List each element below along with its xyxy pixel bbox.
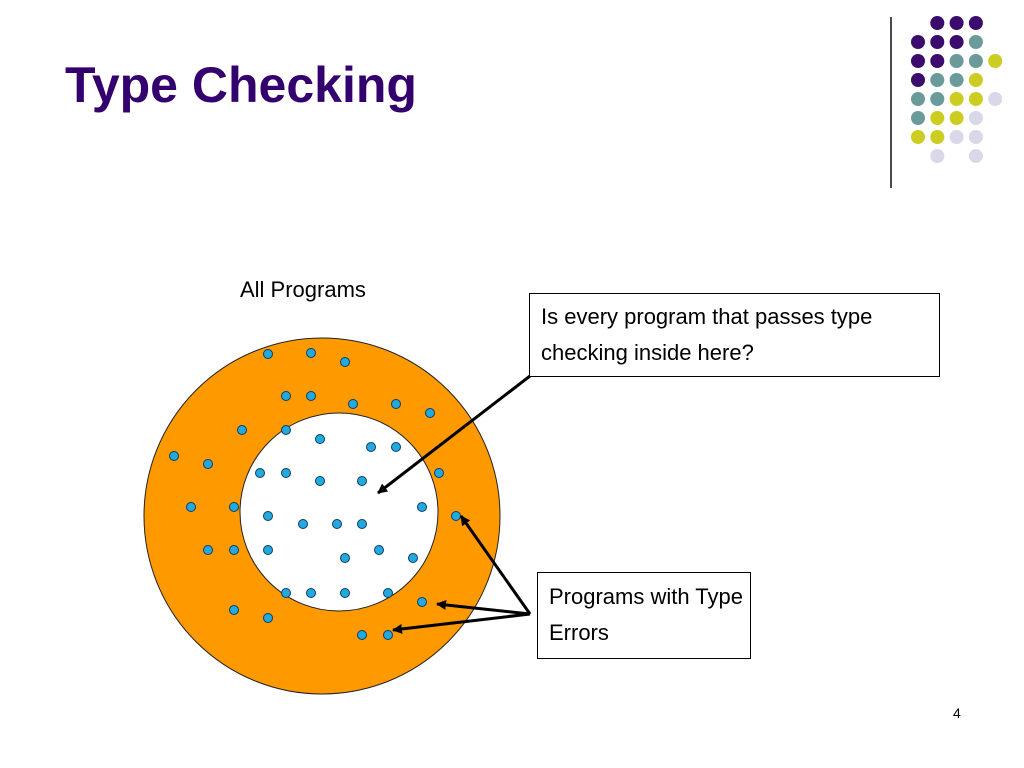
program-dot (357, 630, 367, 640)
program-dot (391, 442, 401, 452)
decorative-dot (968, 92, 983, 106)
decorative-dot (911, 35, 925, 49)
program-dot (186, 502, 196, 512)
program-dot (263, 511, 273, 521)
decorative-divider-line (890, 17, 892, 188)
decorative-dot (930, 149, 945, 163)
decorative-dot (968, 111, 983, 125)
errors-callout-text: Programs with Type Errors (549, 584, 744, 645)
program-dot (391, 399, 401, 409)
decorative-dot (988, 92, 1003, 106)
decorative-dot (949, 73, 964, 87)
type-check-question-callout: Is every program that passes type checki… (529, 293, 940, 377)
decorative-dot (949, 54, 964, 68)
error-arrow-3 (392, 612, 531, 634)
decorative-dot (968, 35, 983, 49)
question-arrow (377, 374, 531, 495)
program-dot (281, 425, 291, 435)
decorative-dot (949, 111, 964, 125)
program-dot (383, 630, 393, 640)
program-dot (357, 476, 367, 486)
program-dot (298, 519, 308, 529)
program-dot (306, 588, 316, 598)
decorative-dot (911, 130, 925, 144)
decorative-dot (968, 130, 983, 144)
decorative-dot (930, 130, 945, 144)
program-dot (203, 459, 213, 469)
decorative-dot (911, 54, 925, 68)
error-arrow-2 (436, 599, 531, 616)
decorative-dot (968, 149, 983, 163)
program-dot (340, 588, 350, 598)
program-dot (374, 545, 384, 555)
program-dot (263, 349, 273, 359)
well-typed-region (239, 412, 439, 612)
decorative-dot (968, 54, 983, 68)
program-dot (306, 391, 316, 401)
decorative-dot (930, 54, 945, 68)
program-dot (229, 605, 239, 615)
program-dot (417, 502, 427, 512)
program-dot (340, 357, 350, 367)
program-dot (315, 434, 325, 444)
program-dot (306, 348, 316, 358)
decorative-dot (911, 73, 925, 87)
all-programs-label: All Programs (240, 277, 366, 302)
program-dot (340, 553, 350, 563)
program-dot (263, 613, 273, 623)
program-dot (263, 545, 273, 555)
program-dot (281, 468, 291, 478)
question-callout-text: Is every program that passes type checki… (541, 304, 873, 365)
program-dot (169, 451, 179, 461)
decorative-dot (930, 16, 945, 30)
program-dot (417, 597, 427, 607)
decorative-dot (911, 92, 925, 106)
program-dot (203, 545, 213, 555)
program-dot (383, 588, 393, 598)
program-dot (451, 511, 461, 521)
decorative-dot (968, 73, 983, 87)
slide-title: Type Checking (65, 57, 417, 113)
program-dot (425, 408, 435, 418)
decorative-dot (949, 16, 964, 30)
program-dot (366, 442, 376, 452)
program-dot (434, 468, 444, 478)
program-dot (408, 553, 418, 563)
decorative-dot (949, 35, 964, 49)
program-dot (348, 399, 358, 409)
program-dot (229, 545, 239, 555)
page-number: 4 (953, 705, 961, 721)
decorative-dot (949, 130, 964, 144)
decorative-dot (949, 92, 964, 106)
program-dot (315, 476, 325, 486)
program-dot (281, 588, 291, 598)
decorative-dot (930, 111, 945, 125)
program-dot (237, 425, 247, 435)
program-dot (281, 391, 291, 401)
decorative-dot (930, 35, 945, 49)
error-arrow-1 (459, 515, 532, 615)
decorative-dot (968, 16, 983, 30)
decorative-dot (930, 92, 945, 106)
type-errors-callout: Programs with Type Errors (537, 572, 751, 659)
program-dot (255, 468, 265, 478)
decorative-dot (988, 54, 1003, 68)
program-dot (357, 519, 367, 529)
decorative-dot (911, 111, 925, 125)
program-dot (332, 519, 342, 529)
program-dot (229, 502, 239, 512)
decorative-dot (930, 73, 945, 87)
